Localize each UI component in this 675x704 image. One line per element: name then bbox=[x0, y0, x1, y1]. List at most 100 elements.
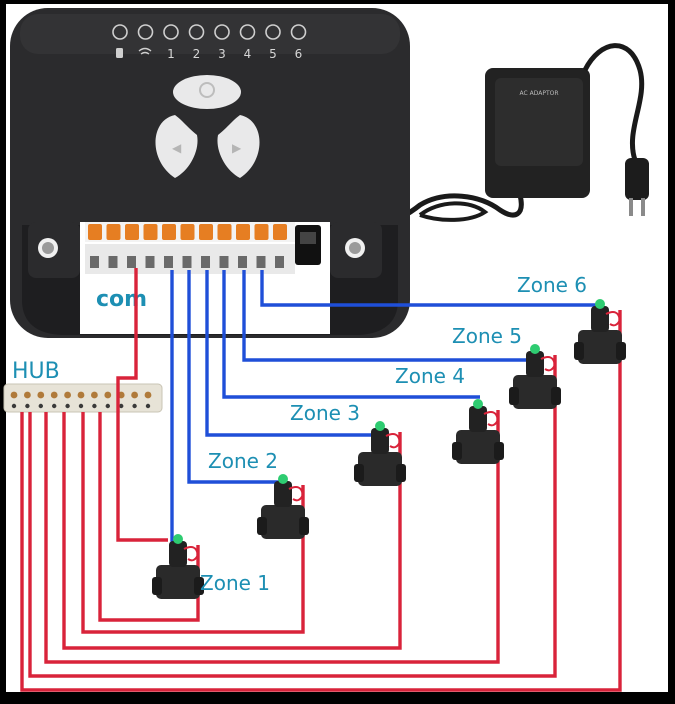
power-adapter: AC ADAPTOR bbox=[321, 43, 649, 235]
common-wire-zone-3 bbox=[62, 412, 402, 650]
status-led bbox=[163, 24, 179, 40]
status-led bbox=[239, 24, 256, 40]
valve-body bbox=[261, 505, 305, 539]
valve-body bbox=[578, 330, 622, 364]
terminal-lever bbox=[180, 224, 195, 240]
terminal-lever bbox=[254, 224, 269, 240]
zone-4-label: Zone 4 bbox=[395, 364, 465, 388]
solenoid-cap bbox=[278, 474, 288, 484]
hub-port bbox=[38, 403, 43, 409]
common-wires bbox=[20, 268, 622, 692]
status-led bbox=[112, 24, 128, 40]
valve-outlet bbox=[616, 342, 626, 360]
terminal-lever bbox=[125, 224, 139, 240]
status-led bbox=[214, 24, 230, 40]
solenoid-cap bbox=[595, 299, 605, 309]
solenoid-lead-red bbox=[605, 311, 622, 327]
terminal-lever bbox=[162, 224, 176, 240]
wifi-icon bbox=[138, 47, 152, 55]
valve-outlet bbox=[494, 442, 504, 460]
solenoid-valve-zone-4 bbox=[452, 399, 504, 464]
valves bbox=[152, 299, 626, 599]
terminal-block bbox=[85, 222, 295, 274]
terminal-port bbox=[182, 256, 192, 268]
right-button[interactable] bbox=[217, 115, 260, 178]
signal-wire-zone-3 bbox=[205, 270, 382, 437]
valve-solenoid bbox=[469, 406, 487, 432]
status-led bbox=[265, 24, 281, 40]
zone-2-label: Zone 2 bbox=[208, 449, 278, 473]
solenoid-cap bbox=[530, 344, 540, 354]
hub-screw bbox=[77, 391, 85, 399]
terminal-port bbox=[201, 256, 210, 268]
plug-pin-left bbox=[629, 198, 633, 216]
hub-port bbox=[105, 403, 111, 409]
valve-solenoid bbox=[371, 428, 389, 454]
terminal-port bbox=[108, 256, 118, 268]
plug-pin-right bbox=[641, 198, 645, 216]
signal-wire-zone-6 bbox=[260, 270, 602, 307]
plug-cable bbox=[582, 43, 645, 161]
solenoid-valve-zone-5 bbox=[509, 344, 561, 409]
terminal-port bbox=[256, 256, 266, 268]
solenoid-lead-red bbox=[385, 433, 402, 449]
terminal-port bbox=[219, 256, 229, 268]
hub-port bbox=[119, 403, 124, 409]
left-button[interactable] bbox=[155, 115, 198, 178]
controller-top-shade bbox=[20, 14, 400, 54]
common-wire-zone-2 bbox=[81, 412, 305, 634]
terminal-port bbox=[275, 256, 284, 268]
valve-body bbox=[513, 375, 557, 409]
zone-5-label: Zone 5 bbox=[452, 324, 522, 348]
valve-outlet bbox=[396, 464, 406, 482]
terminal-lever bbox=[88, 224, 102, 240]
valve-body bbox=[156, 565, 200, 599]
right-arrow-icon: ▶ bbox=[232, 141, 242, 155]
hub-port bbox=[92, 403, 97, 409]
valve-solenoid bbox=[526, 351, 544, 377]
hub-port bbox=[65, 403, 70, 409]
solenoid-lead-red bbox=[183, 546, 200, 562]
zone-1-label: Zone 1 bbox=[200, 571, 270, 595]
hub-port bbox=[52, 403, 57, 409]
hub-screw bbox=[24, 391, 31, 399]
up-button[interactable] bbox=[173, 75, 241, 109]
signal-wire-zone-2 bbox=[187, 270, 285, 484]
zone-indicator-label: 2 bbox=[193, 47, 201, 61]
common-wire-zone-1-link bbox=[116, 412, 168, 542]
terminal-port bbox=[145, 256, 155, 268]
zone-indicator-label: 5 bbox=[269, 47, 277, 61]
adapter-face bbox=[495, 78, 583, 166]
terminal-lever bbox=[199, 224, 213, 240]
solenoid-valve-zone-1 bbox=[152, 534, 204, 599]
terminal-lever bbox=[143, 224, 158, 240]
hub-screw bbox=[64, 391, 71, 399]
control-pad: ◀ ▶ bbox=[155, 75, 260, 178]
zone-indicator-label: 3 bbox=[218, 47, 226, 61]
adapter-cord-loop bbox=[418, 201, 489, 222]
solenoid-valve-zone-3 bbox=[354, 421, 406, 486]
zone-6-label: Zone 6 bbox=[517, 273, 587, 297]
valve-inlet bbox=[509, 387, 519, 405]
hub-screw bbox=[104, 391, 112, 399]
solenoid-lead-red bbox=[483, 411, 500, 427]
valve-inlet bbox=[152, 577, 162, 595]
power-jack bbox=[295, 225, 321, 265]
hub-screw bbox=[144, 391, 152, 399]
valve-inlet bbox=[354, 464, 364, 482]
zone-labels: Zone 1 Zone 2 Zone 3 Zone 4 Zone 5 Zone … bbox=[200, 273, 587, 595]
hub: HUB bbox=[3, 359, 163, 413]
hub-port bbox=[25, 403, 30, 409]
hub-port bbox=[11, 403, 17, 409]
battery-icon bbox=[116, 48, 123, 58]
terminal-port bbox=[164, 256, 173, 268]
status-led bbox=[137, 24, 154, 40]
valve-outlet bbox=[299, 517, 309, 535]
hub-screws bbox=[10, 391, 152, 409]
hub-screw bbox=[10, 391, 18, 399]
adapter-label: AC ADAPTOR bbox=[520, 90, 559, 97]
wall-plug bbox=[625, 158, 649, 200]
